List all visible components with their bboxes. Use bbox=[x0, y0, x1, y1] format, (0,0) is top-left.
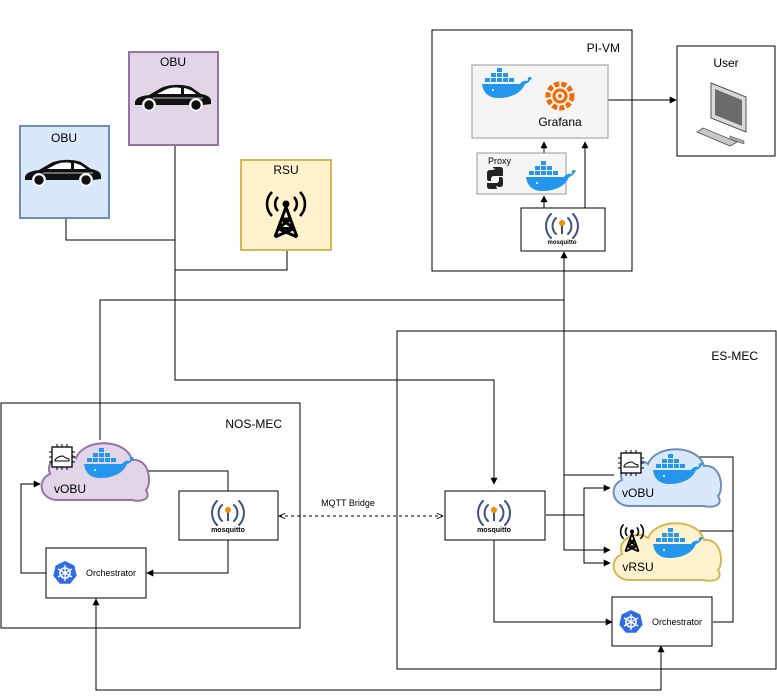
mqtt-bridge-label: MQTT Bridge bbox=[321, 498, 375, 508]
vm-chip-icon bbox=[48, 443, 76, 471]
nos-mec-label: NOS-MEC bbox=[225, 417, 282, 431]
pivm-mosquitto-box[interactable]: mosquitto bbox=[520, 207, 606, 252]
python-icon bbox=[487, 167, 503, 189]
grafana-box[interactable]: Grafana bbox=[471, 64, 609, 139]
nos-vobu-cloud[interactable]: vOBU bbox=[40, 442, 150, 502]
obu-top-line bbox=[174, 146, 498, 485]
es-trunk-to-vobu bbox=[563, 475, 611, 554]
es-mosquitto-label: mosquitto bbox=[477, 527, 511, 534]
nos-vobu-label: vOBU bbox=[54, 482, 86, 496]
nos-orch-to-vobu bbox=[20, 480, 46, 574]
es-orchestrator-box[interactable]: Orchestrator bbox=[611, 596, 713, 647]
es-mec-label: ES-MEC bbox=[711, 349, 758, 363]
vm-chip-icon bbox=[617, 449, 645, 477]
es-orchestrator-label: Orchestrator bbox=[652, 617, 702, 627]
nos-mosquitto-box[interactable]: mosquitto bbox=[178, 490, 279, 541]
es-vobu-cloud[interactable]: vOBU bbox=[612, 448, 722, 508]
obu-left-line bbox=[65, 219, 175, 241]
es-vobu-label: vOBU bbox=[622, 486, 654, 500]
user-box[interactable]: User bbox=[676, 45, 776, 157]
rsu-box[interactable]: RSU bbox=[240, 159, 332, 251]
nos-mosquitto-label: mosquitto bbox=[211, 527, 245, 534]
proxy-label: Proxy bbox=[488, 156, 512, 166]
es-vobu-to-orch bbox=[696, 456, 734, 623]
rsu-label: RSU bbox=[273, 163, 298, 177]
es-mosq-to-vrsu bbox=[546, 514, 611, 567]
grafana-label: Grafana bbox=[538, 115, 582, 129]
desktop-computer-icon bbox=[696, 82, 747, 147]
nos-orchestrator-label: Orchestrator bbox=[86, 568, 136, 578]
obu-top-label: OBU bbox=[160, 55, 186, 69]
pi-vm-label: PI-VM bbox=[587, 41, 620, 55]
es-mosquitto-box[interactable]: mosquitto bbox=[444, 490, 546, 541]
rsu-line bbox=[175, 250, 288, 271]
es-vrsu-label: vRSU bbox=[622, 560, 653, 574]
obu-left-box[interactable]: OBU bbox=[19, 125, 110, 219]
nos-mosq-to-orch bbox=[146, 540, 229, 577]
obu-left-label: OBU bbox=[51, 131, 77, 145]
connections bbox=[20, 96, 734, 691]
user-label: User bbox=[713, 56, 738, 70]
proxy-box[interactable]: Proxy bbox=[476, 152, 576, 195]
pivm-mosquitto-label: mosquitto bbox=[548, 240, 577, 246]
nos-orchestrator-box[interactable]: Orchestrator bbox=[45, 547, 147, 599]
nos-mosq-to-vobu bbox=[134, 467, 229, 491]
grafana-icon bbox=[545, 81, 575, 111]
obu-top-box[interactable]: OBU bbox=[128, 51, 219, 146]
orchestrator-loop bbox=[92, 598, 665, 691]
nos-vobu-to-pivm-line bbox=[99, 299, 564, 440]
es-vrsu-cloud[interactable]: vRSU bbox=[612, 522, 722, 582]
